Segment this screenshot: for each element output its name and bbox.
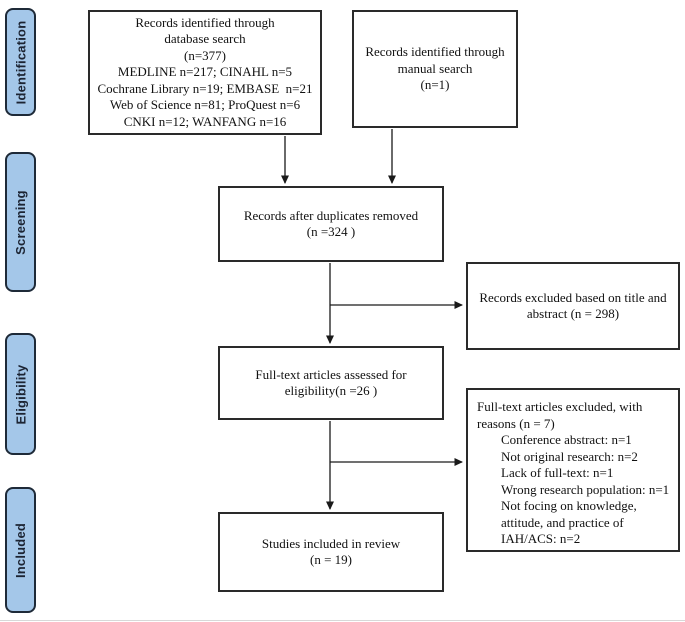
text-line: manual search [397,60,473,76]
text-line: Records identified through [135,14,275,30]
stage-screening: Screening [5,152,36,292]
text-line: Cochrane Library n=19; EMBASE n=21 [97,80,313,96]
box-database-search: Records identified through database sear… [88,10,322,135]
text-line: Full-text articles assessed for [255,366,407,382]
stage-screening-label: Screening [13,189,28,255]
text-line: IAH/ACS: n=2 [501,531,581,546]
text-line: Conference abstract: n=1 [501,432,632,447]
text-line: attitude, and practice of [501,514,624,530]
text-line: Records identified through [365,44,505,60]
text-line: (n =324 ) [306,224,356,239]
box-fulltext-assessed: Full-text articles assessed for eligibil… [218,346,444,420]
stage-eligibility: Eligibility [5,333,36,455]
text-line: CNKI n=12; WANFANG n=16 [123,113,287,129]
text-line: Web of Science n=81; ProQuest n=6 [109,97,301,113]
stage-identification-label: Identification [13,20,29,104]
text-line: (n=377) [184,47,226,63]
box-manual-search: Records identified through manual search… [352,10,518,128]
stage-included: Included [5,487,36,613]
text-line: database search [164,31,246,47]
text-line: Not original research: n=2 [501,448,638,464]
text-line: (n=1) [420,77,450,93]
figure-bottom-border [0,620,685,621]
text-line: MEDLINE n=217; CINAHL n=5 [117,64,293,80]
text-line: Records excluded based on title and [479,289,667,305]
box-title-abstract-excluded: Records excluded based on title and abst… [466,262,680,350]
text-line: reasons (n = 7) [477,415,555,431]
stage-included-label: Included [13,522,28,578]
text-line: Full-text articles excluded, with [477,399,643,414]
stage-eligibility-label: Eligibility [13,364,29,424]
text-line: eligibility(n =26 ) [284,383,378,398]
text-line: Records after duplicates removed [243,207,419,223]
text-line: Lack of full-text: n=1 [501,465,614,480]
text-line: Studies included in review [261,535,401,551]
text-line: abstract (n = 298) [526,306,620,321]
text-line: Wrong research population: n=1 [501,481,670,497]
stage-identification: Identification [5,8,36,116]
box-fulltext-excluded: Full-text articles excluded, with reason… [466,388,680,552]
text-line: (n = 19) [310,552,352,567]
box-duplicates-removed: Records after duplicates removed (n =324… [218,186,444,262]
box-included-review: Studies included in review (n = 19) [218,512,444,592]
text-line: Not focing on knowledge, [501,498,637,513]
